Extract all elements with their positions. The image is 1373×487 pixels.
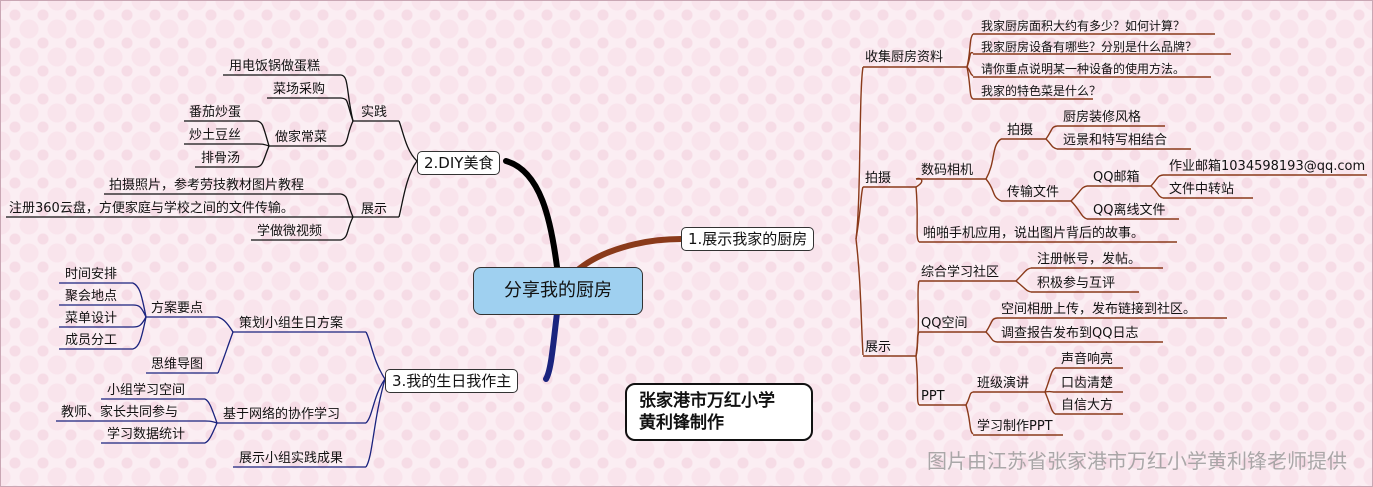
topic-make-ppt: 学习制作PPT (977, 419, 1053, 434)
branch-show-kitchen: 1.展示我家的厨房 (681, 227, 815, 251)
show-food-item: 学做微视频 (257, 224, 323, 239)
mail-item: 作业邮箱1034598193@qq.com (1169, 159, 1366, 174)
web-item: 学习数据统计 (107, 427, 186, 442)
collect-item: 我家厨房设备有哪些？分别是什么品牌？ (981, 40, 1198, 54)
practice-item: 用电饭锅做蛋糕 (229, 59, 321, 74)
qqspace-item: 空间相册上传，发布链接到社区。 (1001, 302, 1197, 317)
collect-item: 我家的特色菜是什么？ (981, 84, 1102, 98)
speech-item: 声音响亮 (1061, 352, 1114, 367)
show-food-item: 拍摄照片，参考劳技教材图片教程 (109, 178, 305, 193)
topic-community: 综合学习社区 (921, 265, 1000, 280)
topic-qqmail: QQ邮箱 (1093, 170, 1140, 185)
point-item: 菜单设计 (65, 311, 118, 326)
shoot-item: 厨房装修风格 (1063, 110, 1142, 125)
speech-item: 自信大方 (1061, 398, 1114, 413)
web-item: 小组学习空间 (107, 383, 186, 398)
mail-item: 文件中转站 (1169, 182, 1235, 197)
topic-camera: 数码相机 (921, 163, 974, 178)
topic-app: 啪啪手机应用，说出图片背后的故事。 (923, 226, 1145, 241)
topic-ppt: PPT (921, 389, 945, 404)
show-food-item: 注册360云盘，方便家庭与学校之间的文件传输。 (9, 201, 294, 216)
topic-plan: 策划小组生日方案 (239, 316, 344, 331)
topic-show-food: 展示 (361, 202, 388, 217)
author-signature: 张家港市万红小学 黄利锋制作 (625, 383, 813, 441)
topic-web: 基于网络的协作学习 (223, 407, 341, 422)
signature-author: 黄利锋制作 (639, 413, 724, 433)
cook-item: 炒土豆丝 (189, 128, 242, 143)
signature-school: 张家港市万红小学 (639, 391, 775, 411)
shoot-item: 远景和特写相结合 (1063, 133, 1168, 148)
topic-qqoffline: QQ离线文件 (1093, 203, 1166, 218)
point-item: 时间安排 (65, 267, 118, 282)
point-item: 成员分工 (65, 333, 118, 348)
collect-item: 我家厨房面积大约有多少？如何计算？ (981, 19, 1186, 33)
branch-diy-food: 2.DIY美食 (417, 151, 501, 175)
image-credit: 图片由江苏省张家港市万红小学黄利锋老师提供 (927, 449, 1347, 473)
speech-item: 口齿清楚 (1061, 376, 1114, 391)
point-item: 聚会地点 (65, 289, 118, 304)
topic-mindmap: 思维导图 (151, 357, 204, 372)
practice-item: 菜场采购 (273, 82, 326, 97)
topic-practice: 实践 (361, 105, 388, 120)
community-item: 积极参与互评 (1037, 276, 1116, 291)
topic-photo: 拍摄 (865, 171, 892, 186)
root-topic: 分享我的厨房 (473, 267, 643, 315)
topic-collect: 收集厨房资料 (865, 50, 944, 65)
topic-transfer: 传输文件 (1007, 185, 1060, 200)
collect-item: 请你重点说明某一种设备的使用方法。 (981, 62, 1186, 76)
topic-result: 展示小组实践成果 (239, 451, 344, 466)
topic-points: 方案要点 (151, 301, 204, 316)
branch-birthday: 3.我的生日我作主 (385, 369, 519, 393)
topic-qqspace: QQ空间 (921, 316, 968, 331)
cook-item: 番茄炒蛋 (189, 105, 242, 120)
topic-speech: 班级演讲 (977, 376, 1030, 391)
topic-shoot: 拍摄 (1007, 123, 1034, 138)
topic-cook: 做家常菜 (275, 130, 328, 145)
topic-show: 展示 (865, 340, 892, 355)
community-item: 注册帐号，发帖。 (1037, 252, 1142, 267)
qqspace-item: 调查报告发布到QQ日志 (1001, 326, 1139, 341)
web-item: 教师、家长共同参与 (61, 405, 179, 420)
cook-item: 排骨汤 (201, 151, 241, 166)
